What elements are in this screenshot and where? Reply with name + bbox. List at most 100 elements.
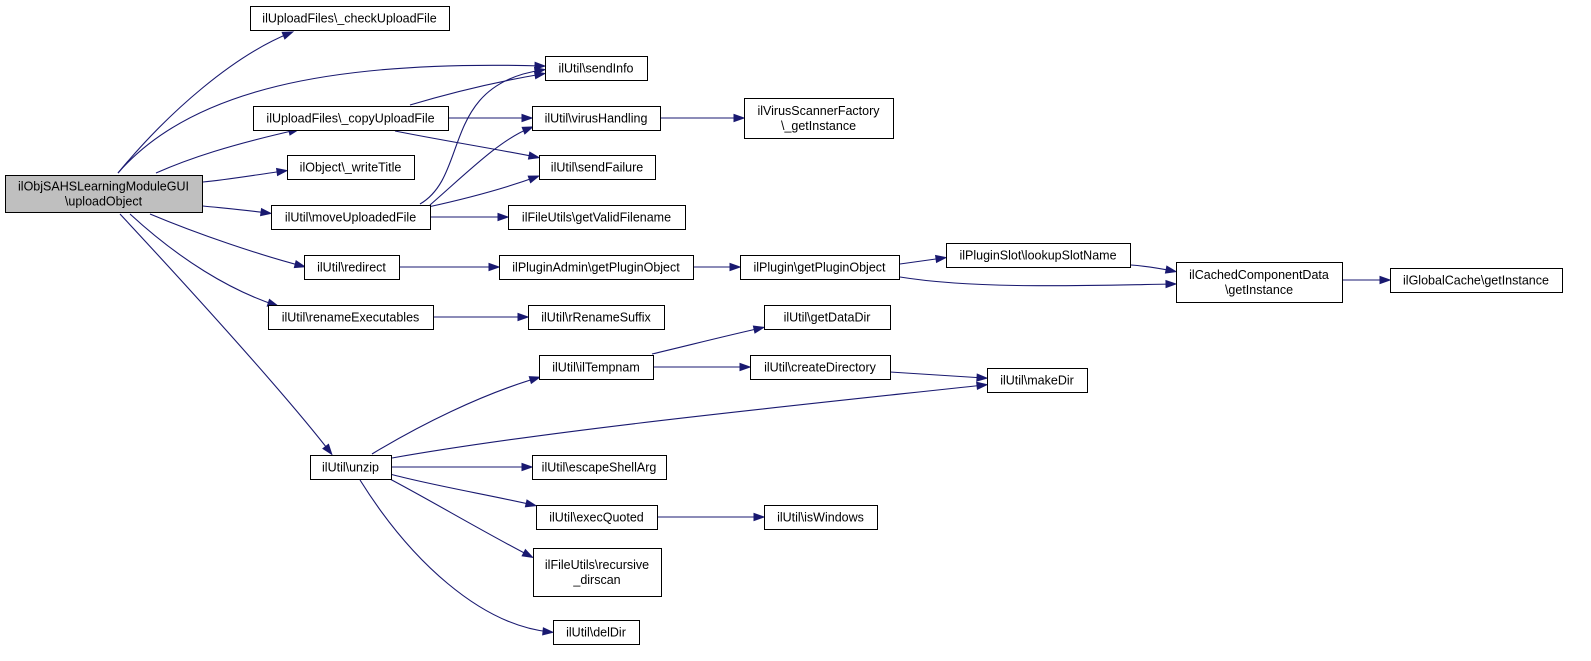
node-plugin-admin[interactable]: ilPluginAdmin\getPluginObject: [499, 255, 694, 280]
edge-move-uploaded-file-to-send-info: [419, 66, 547, 205]
node-il-tempnam[interactable]: ilUtil\ilTempnam: [539, 355, 654, 380]
node-box: [539, 155, 656, 180]
node-get-valid-filename[interactable]: ilFileUtils\getValidFilename: [508, 205, 686, 230]
edge-root-to-write-title: [202, 167, 289, 183]
node-label: ilUtil\escapeShellArg: [542, 461, 657, 475]
node-box: [553, 620, 640, 645]
node-label: ilUtil\isWindows: [777, 511, 864, 525]
node-r-rename[interactable]: ilUtil\rRenameSuffix: [528, 305, 665, 330]
node-box: [508, 205, 686, 230]
edge-il-tempnam-to-get-data-dir: [651, 325, 766, 355]
node-rename-exec[interactable]: ilUtil\renameExecutables: [268, 305, 434, 330]
node-is-windows[interactable]: ilUtil\isWindows: [764, 505, 878, 530]
arrowhead: [521, 548, 535, 559]
node-get-data-dir[interactable]: ilUtil\getDataDir: [764, 305, 891, 330]
node-write-title[interactable]: ilObject\_writeTitle: [287, 155, 415, 180]
node-label: ilUtil\renameExecutables: [282, 311, 420, 325]
node-box: [744, 98, 894, 139]
edge-move-uploaded-file-to-virus-handling: [429, 126, 535, 206]
node-check-upload-file[interactable]: ilUploadFiles\_checkUploadFile: [250, 6, 450, 31]
node-label: ilUtil\makeDir: [1000, 374, 1074, 388]
arrowhead: [322, 443, 333, 456]
node-label: \uploadObject: [65, 195, 143, 209]
node-label: ilObject\_writeTitle: [300, 161, 402, 175]
node-label: ilUtil\rRenameSuffix: [541, 311, 651, 325]
edge-lookup-slot-to-cached-comp: [1130, 264, 1178, 274]
node-box: [539, 355, 654, 380]
edge-unzip-to-il-tempnam: [371, 376, 542, 455]
arrowhead: [517, 312, 530, 322]
node-label: ilFileUtils\recursive: [545, 558, 649, 572]
node-box: [532, 455, 667, 480]
node-label: ilObjSAHSLearningModuleGUI: [18, 180, 189, 194]
node-root[interactable]: ilObjSAHSLearningModuleGUI\uploadObject: [5, 175, 203, 213]
node-del-dir[interactable]: ilUtil\delDir: [553, 620, 640, 645]
arrowhead: [534, 61, 547, 70]
node-label: \_getInstance: [781, 119, 856, 133]
node-copy-upload-file[interactable]: ilUploadFiles\_copyUploadFile: [253, 106, 449, 131]
arrowhead: [293, 260, 307, 269]
node-redirect[interactable]: ilUtil\redirect: [304, 255, 400, 280]
edge-il-tempnam-to-create-dir: [654, 362, 752, 372]
node-send-info[interactable]: ilUtil\sendInfo: [545, 56, 648, 81]
arrowhead: [739, 362, 752, 372]
edge-root-to-unzip: [119, 213, 333, 456]
node-label: ilFileUtils\getValidFilename: [522, 211, 671, 225]
node-virus-scanner[interactable]: ilVirusScannerFactory\_getInstance: [744, 98, 894, 139]
edge-move-uploaded-file-to-get-valid-filename: [431, 212, 510, 222]
node-unzip[interactable]: ilUtil\unzip: [310, 455, 392, 480]
node-plugin-obj[interactable]: ilPlugin\getPluginObject: [740, 255, 900, 280]
node-box: [528, 305, 665, 330]
node-box: [536, 505, 658, 530]
node-box: [987, 368, 1088, 393]
arrowhead: [275, 167, 289, 177]
edge-plugin-admin-to-plugin-obj: [693, 262, 742, 272]
node-box: [764, 305, 891, 330]
node-label: ilUtil\execQuoted: [549, 511, 644, 525]
node-box: [304, 255, 400, 280]
node-label: \getInstance: [1225, 283, 1293, 297]
arrowhead: [533, 66, 547, 76]
arrowhead: [753, 512, 766, 522]
node-label: ilUtil\sendFailure: [551, 161, 643, 175]
node-label: ilCachedComponentData: [1189, 268, 1329, 282]
node-label: ilUtil\ilTempnam: [552, 361, 640, 375]
arrowhead: [524, 499, 538, 508]
edge-plugin-obj-to-cached-comp: [899, 276, 1178, 289]
node-box: [268, 305, 434, 330]
edge-copy-upload-file-to-send-failure: [394, 130, 541, 160]
edge-unzip-to-escape-shell: [391, 462, 534, 472]
arrowhead: [935, 254, 948, 264]
node-global-cache[interactable]: ilGlobalCache\getInstance: [1390, 268, 1563, 293]
node-label: _dirscan: [572, 573, 620, 587]
node-send-failure[interactable]: ilUtil\sendFailure: [539, 155, 656, 180]
arrowhead: [488, 262, 501, 272]
arrowhead: [260, 207, 273, 217]
edge-create-dir-to-make-dir: [889, 371, 989, 382]
node-box: [5, 175, 203, 213]
node-box: [764, 505, 878, 530]
node-box: [740, 255, 900, 280]
edge-root-to-copy-upload-file: [155, 127, 301, 174]
arrowhead: [1379, 275, 1392, 285]
node-virus-handling[interactable]: ilUtil\virusHandling: [532, 106, 661, 131]
node-label: ilUploadFiles\_checkUploadFile: [262, 12, 436, 26]
node-label: ilUtil\delDir: [566, 626, 626, 640]
arrowhead: [497, 212, 510, 222]
node-cached-comp[interactable]: ilCachedComponentData\getInstance: [1176, 262, 1343, 303]
arrowhead: [528, 376, 542, 385]
node-exec-quoted[interactable]: ilUtil\execQuoted: [536, 505, 658, 530]
node-box: [310, 455, 392, 480]
edge-unzip-to-del-dir: [359, 479, 555, 636]
node-make-dir[interactable]: ilUtil\makeDir: [987, 368, 1088, 393]
node-escape-shell[interactable]: ilUtil\escapeShellArg: [532, 455, 667, 480]
node-move-uploaded-file[interactable]: ilUtil\moveUploadedFile: [271, 205, 431, 230]
node-create-dir[interactable]: ilUtil\createDirectory: [750, 355, 891, 380]
node-recursive-dirscan[interactable]: ilFileUtils\recursive_dirscan: [533, 548, 662, 597]
arrowhead: [542, 627, 555, 636]
node-label: ilUtil\unzip: [322, 461, 379, 475]
edge-move-uploaded-file-to-send-failure: [427, 175, 541, 208]
node-lookup-slot[interactable]: ilPluginSlot\lookupSlotName: [946, 243, 1131, 268]
arrowhead: [733, 113, 746, 123]
edge-virus-handling-to-virus-scanner: [661, 113, 746, 123]
